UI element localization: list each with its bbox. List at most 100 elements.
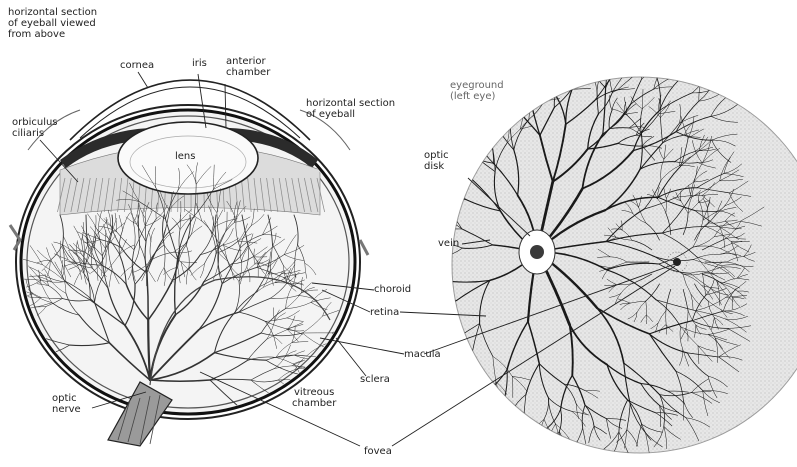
fundus-vessel	[385, 263, 395, 275]
fundus-vessel	[514, 69, 529, 77]
fundus-vessel	[498, 105, 500, 121]
retinal-vessel	[20, 356, 40, 364]
fundus-vessel	[404, 313, 417, 320]
fundus-vessel	[513, 62, 517, 82]
fundus-vessel	[526, 68, 532, 88]
retinal-vessel	[249, 427, 258, 444]
label-anterior-chamber: anterior chamber	[226, 56, 270, 78]
fundus-vessel	[442, 171, 447, 186]
retinal-vessel	[264, 421, 279, 439]
fundus-vessel	[424, 175, 435, 177]
fundus-vessel	[404, 242, 414, 249]
fundus-vessel	[421, 338, 434, 346]
fundus-vessel	[471, 124, 477, 142]
fundus-vessel	[681, 66, 709, 78]
fundus-vessel	[413, 211, 423, 216]
fundus-vessel	[506, 61, 508, 84]
fundus-vessel	[511, 88, 526, 114]
retinal-vessel	[248, 443, 249, 454]
label-optic-nerve: optic nerve	[52, 393, 81, 415]
fundus-vessel	[452, 114, 455, 131]
fundus-vessel	[478, 101, 480, 118]
fundus-vessel	[511, 411, 512, 427]
fundus-vessel	[417, 270, 427, 279]
fundus-vessel	[439, 186, 441, 196]
fundus-vessel	[407, 297, 420, 311]
fundus-vessel	[445, 138, 457, 143]
retinal-vessel	[249, 427, 266, 433]
fundus-vessel	[590, 48, 606, 57]
fundus-vessel	[578, 42, 586, 63]
fundus-vessel	[453, 134, 456, 146]
fundus-vessel	[447, 178, 450, 191]
retinal-vessel	[337, 355, 356, 362]
fundus-vessel	[533, 81, 543, 97]
retinal-vessel	[6, 345, 23, 346]
fundus-vessel	[447, 192, 448, 209]
fundus-vessel	[415, 301, 432, 304]
fundus-vessel	[421, 189, 429, 203]
fundus-vessel	[425, 341, 437, 346]
retinal-vessel	[243, 443, 249, 454]
fundus-vessel	[476, 440, 486, 461]
fundus-vessel	[412, 215, 423, 216]
fundus-vessel	[449, 129, 462, 133]
retinal-vessel	[279, 439, 297, 442]
fundus-vessel	[445, 138, 456, 146]
fundus-vessel	[527, 62, 534, 78]
fundus-vessel	[408, 328, 422, 332]
fundus-vessel	[433, 300, 457, 304]
retinal-vessel	[334, 373, 353, 386]
retinal-vessel	[286, 422, 300, 427]
retinal-vessel	[11, 364, 19, 379]
fundus-vessel	[469, 115, 480, 125]
fundus-vessel	[475, 384, 477, 404]
fundus-vessel	[460, 112, 478, 118]
fundus-vessel	[420, 201, 429, 206]
retinal-vessel	[4, 364, 19, 370]
fundus-vessel	[444, 146, 456, 148]
fundus-vessel	[519, 60, 529, 77]
fundus-vessel	[396, 275, 415, 281]
fundus-vessel	[425, 223, 430, 233]
fundus-vessel	[508, 444, 520, 462]
fundus-vessel	[414, 249, 422, 265]
fundus-vessel	[404, 296, 415, 301]
label-iris: iris	[192, 58, 207, 69]
fundus-vessel	[415, 202, 422, 210]
retinal-vessel	[6, 357, 20, 363]
retinal-vessel	[248, 427, 249, 443]
fundus-vessel	[488, 112, 494, 123]
fundus-vessel	[506, 111, 509, 123]
retinal-vessel	[338, 380, 359, 388]
fundus-vessel	[532, 82, 534, 97]
fundus-vessel	[397, 242, 406, 253]
fundus-vessel	[440, 375, 450, 392]
fundus-vessel	[491, 117, 495, 140]
fundus-vessel	[459, 154, 473, 180]
fundus-vessel	[417, 331, 423, 343]
fundus-vessel	[607, 39, 620, 58]
fundus-vessel	[420, 281, 445, 297]
fundus-vessel	[432, 186, 439, 196]
fundus-vessel	[420, 229, 436, 233]
fundus-vessel	[436, 339, 455, 345]
retinal-vessel	[14, 333, 26, 334]
fundus-vessel	[590, 41, 600, 57]
fundus-vessel	[504, 83, 514, 107]
retinal-vessel	[0, 353, 15, 357]
fundus-vessel	[538, 428, 547, 441]
fundus-vessel	[409, 258, 422, 265]
fundus-vessel	[413, 313, 417, 326]
fundus-vessel	[381, 270, 396, 275]
fundus-vessel	[383, 303, 399, 304]
fundus-vessel	[433, 375, 451, 381]
fundus-vessel	[409, 202, 422, 206]
fundus-vessel	[532, 428, 547, 431]
fundus-vessel	[612, 54, 618, 76]
fundus-vessel	[542, 45, 544, 65]
retinal-vessel	[0, 343, 15, 353]
fundus-vessel	[560, 54, 578, 64]
fundus-vessel	[409, 178, 419, 188]
fundus-vessel	[465, 359, 471, 386]
